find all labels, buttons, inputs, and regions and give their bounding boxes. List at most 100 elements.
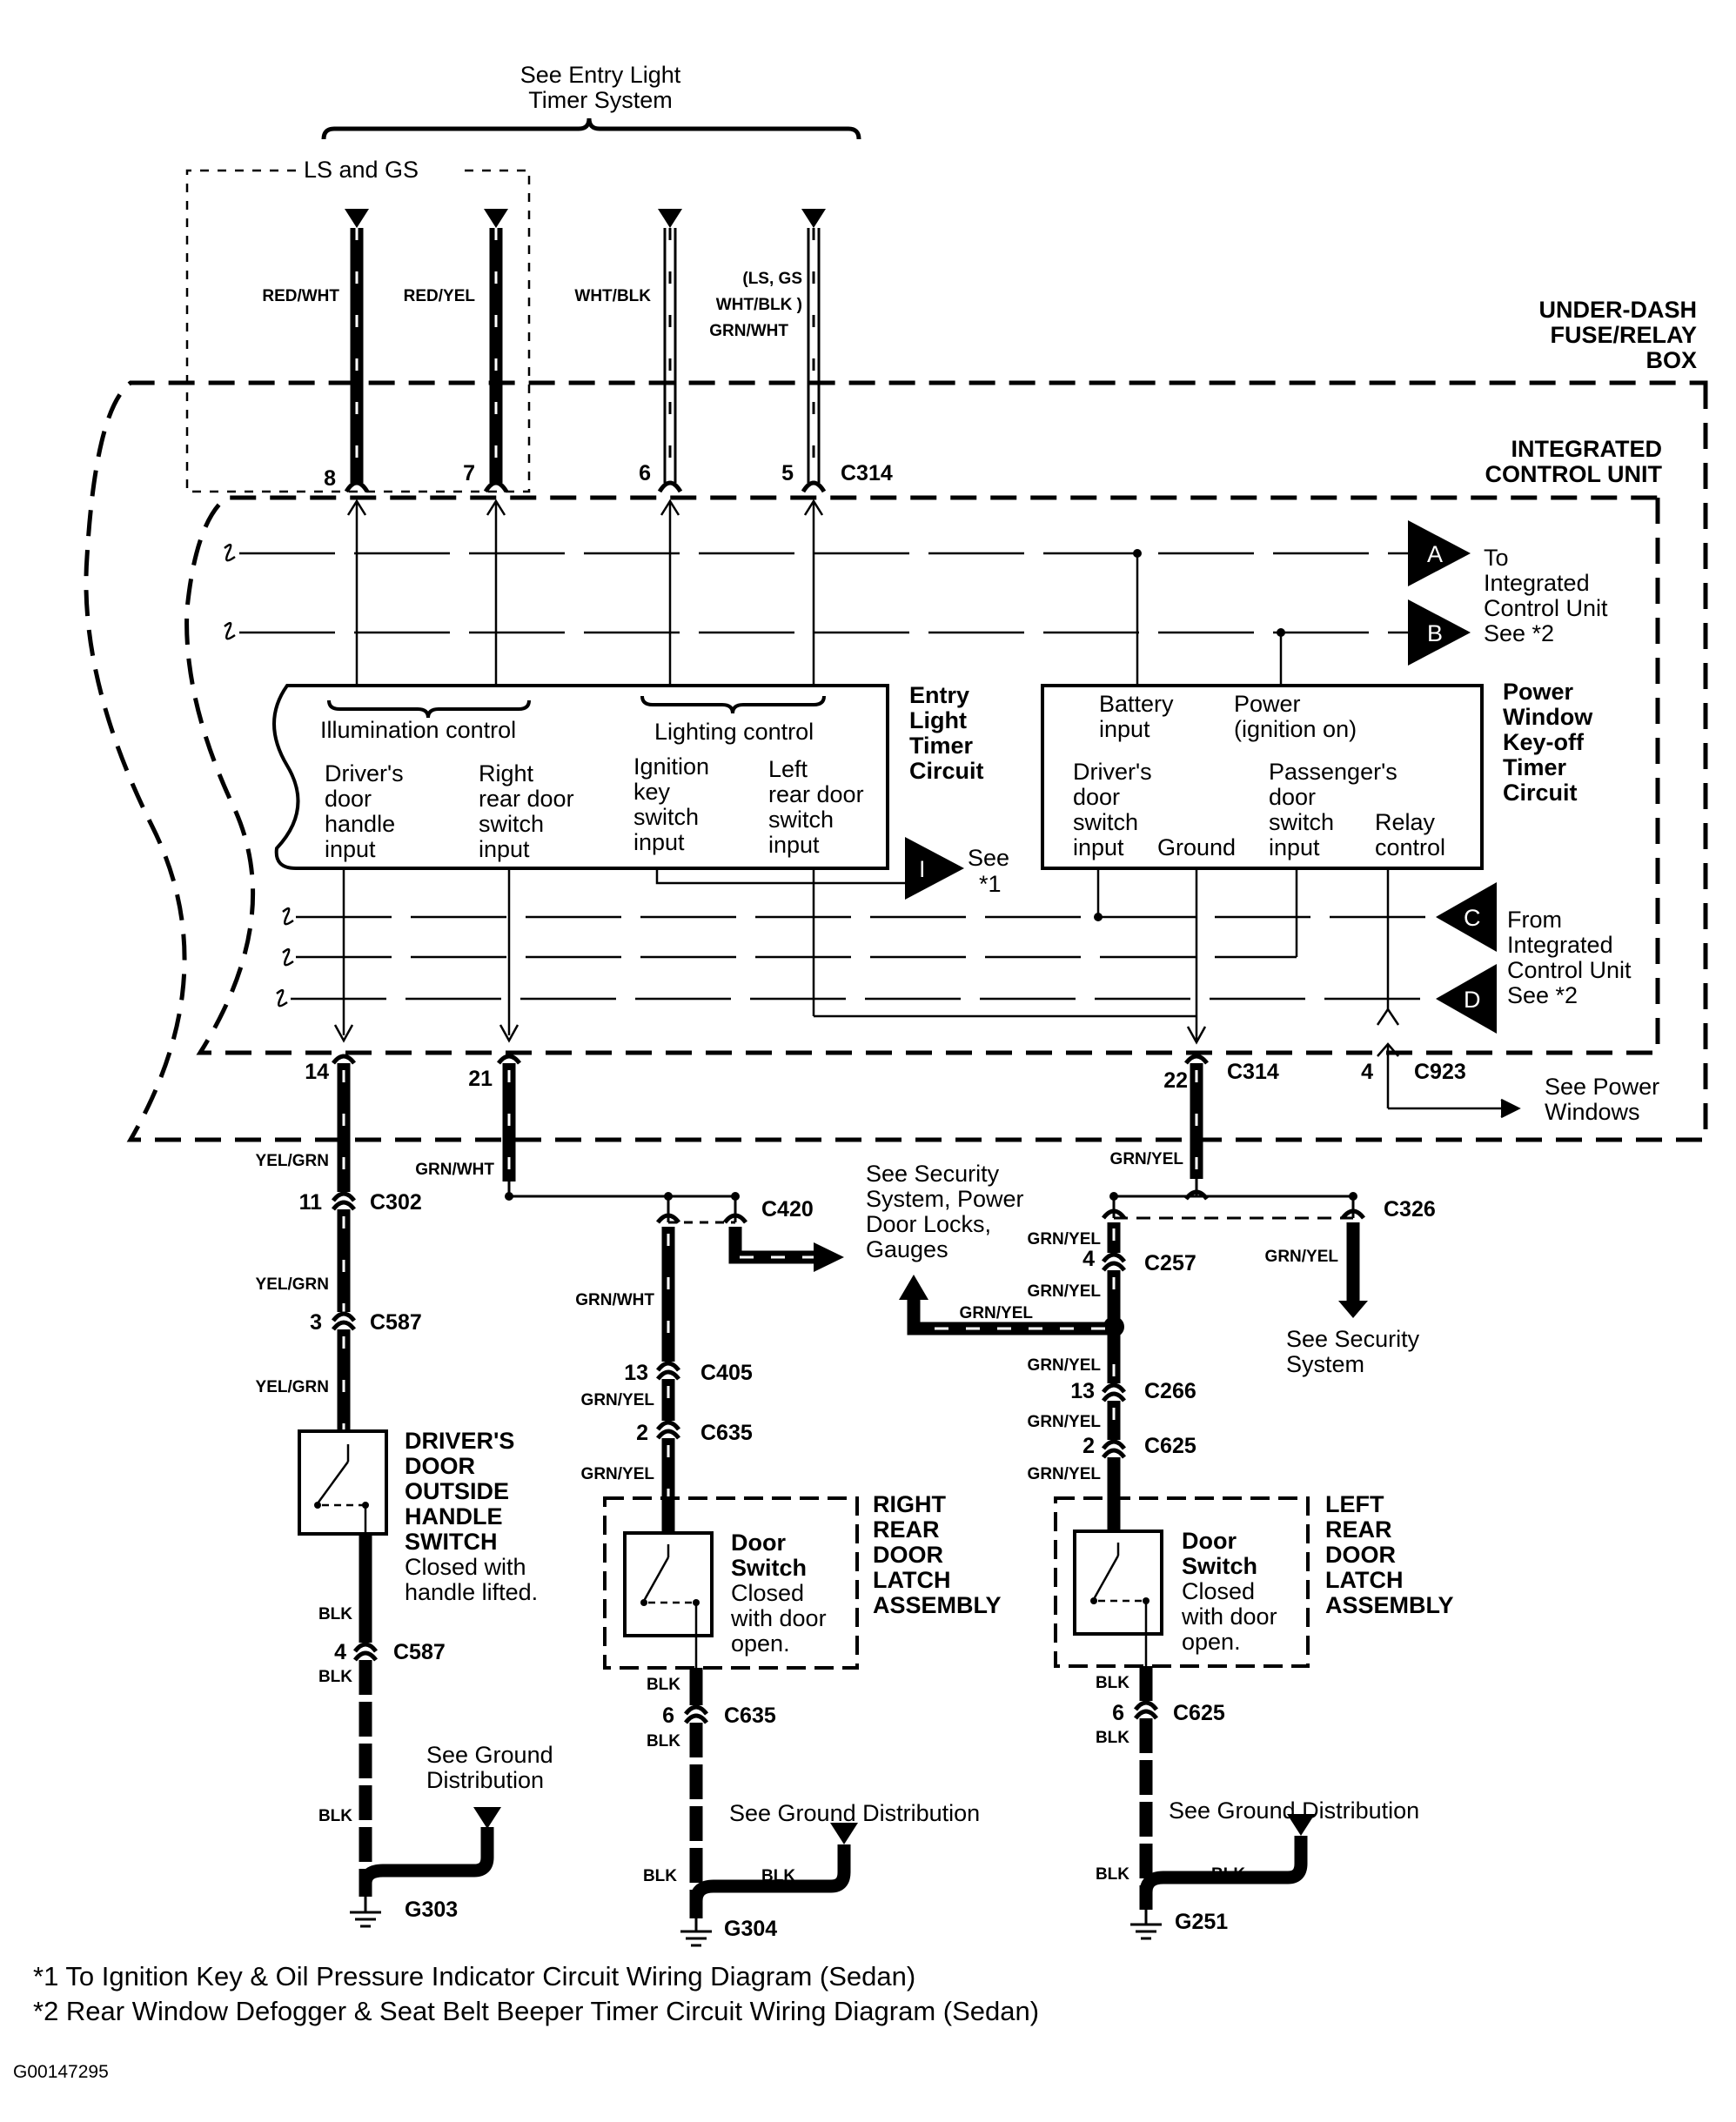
lr-door-switch-1: Door bbox=[1182, 1528, 1237, 1554]
svg-text:I: I bbox=[919, 856, 926, 882]
wire-label-blk-5: BLK bbox=[647, 1732, 680, 1750]
connector-c625-1: C625 bbox=[1144, 1434, 1196, 1458]
svg-text:Circuit: Circuit bbox=[1503, 780, 1578, 806]
see-security-4: Gauges bbox=[866, 1236, 948, 1262]
driver-switch-title-2: DOOR bbox=[405, 1453, 475, 1479]
driver-switch-title-4: HANDLE bbox=[405, 1503, 503, 1530]
wire-label-grnyel-r1: GRN/YEL bbox=[1028, 1230, 1102, 1248]
wire-label-grnyel-r-sec: GRN/YEL bbox=[1265, 1248, 1339, 1266]
ref-a: A bbox=[1408, 520, 1471, 586]
wire-label-blk-1: BLK bbox=[318, 1605, 352, 1623]
from-icu-4: See *2 bbox=[1507, 982, 1578, 1008]
pin-6-c635: 6 bbox=[662, 1704, 674, 1728]
pin-22: 22 bbox=[1163, 1068, 1188, 1093]
wire-label-blk-11: BLK bbox=[1211, 1865, 1245, 1884]
pin-13-c405: 13 bbox=[624, 1361, 648, 1385]
bus-a bbox=[224, 543, 1410, 562]
pin-21: 21 bbox=[468, 1067, 493, 1091]
wire-color-redyel: RED/YEL bbox=[404, 287, 476, 305]
see-note-1b: *1 bbox=[979, 871, 1002, 897]
svg-text:Ignition: Ignition bbox=[633, 753, 709, 780]
fuse-box-outline bbox=[84, 380, 1708, 1142]
connector-c314-bottom: C314 bbox=[1227, 1060, 1279, 1084]
lr-door-switch-4: with door bbox=[1181, 1603, 1277, 1630]
ref-b: B bbox=[1408, 599, 1471, 666]
rr-door-switch-3: Closed bbox=[731, 1580, 804, 1606]
lr-latch-title-2: REAR bbox=[1325, 1516, 1392, 1543]
diagram-code: G00147295 bbox=[13, 2062, 109, 2082]
lighting-control-label: Lighting control bbox=[654, 719, 814, 745]
connector-c587-1: C587 bbox=[370, 1310, 422, 1335]
connector-c625-2: C625 bbox=[1173, 1701, 1225, 1725]
lr-latch-title-3: DOOR bbox=[1325, 1542, 1396, 1568]
driver-switch-desc-1: Closed with bbox=[405, 1554, 526, 1580]
pin-4-c587: 4 bbox=[334, 1640, 346, 1664]
svg-text:handle: handle bbox=[325, 811, 395, 837]
wire-label-blk-10: BLK bbox=[1096, 1865, 1129, 1884]
connector-c314-top: C314 bbox=[841, 461, 893, 485]
see-ground-dist-1: See Ground Distribution bbox=[729, 1800, 980, 1826]
wire-color-5b: WHT/BLK ) bbox=[716, 296, 802, 314]
wire-color-redwht: RED/WHT bbox=[262, 287, 339, 305]
bus-b bbox=[224, 621, 1410, 640]
connector-c326: C326 bbox=[1384, 1197, 1436, 1222]
wire-color-whtblk: WHT/BLK bbox=[574, 287, 651, 305]
ref-d: D bbox=[1436, 964, 1497, 1034]
see-security-sys-2: System bbox=[1286, 1351, 1364, 1377]
connector-c266: C266 bbox=[1144, 1379, 1196, 1403]
fuse-box-title-2: FUSE/RELAY bbox=[1550, 322, 1697, 348]
wire-label-grnyel-branch: GRN/YEL bbox=[960, 1304, 1034, 1322]
entry-light-timer-box bbox=[272, 684, 889, 870]
connector-c635-1: C635 bbox=[700, 1421, 753, 1445]
lr-latch-title-1: LEFT bbox=[1325, 1491, 1384, 1517]
top-bracket bbox=[321, 117, 861, 140]
driver-switch-title-1: DRIVER'S bbox=[405, 1428, 514, 1454]
pin-8: 8 bbox=[324, 466, 336, 491]
pin-2-c625: 2 bbox=[1082, 1434, 1095, 1458]
wire-label-blk-3: BLK bbox=[318, 1807, 352, 1825]
svg-text:Window: Window bbox=[1503, 704, 1593, 730]
icu-title-2: CONTROL UNIT bbox=[1485, 461, 1663, 487]
wire-color-5c: GRN/WHT bbox=[709, 322, 788, 340]
wire-label-grnyel-r0: GRN/YEL bbox=[1110, 1150, 1184, 1168]
svg-text:switch: switch bbox=[1073, 809, 1138, 835]
svg-text:door: door bbox=[1269, 784, 1316, 810]
wire-label-blk-6: BLK bbox=[643, 1867, 677, 1885]
svg-text:B: B bbox=[1427, 620, 1443, 646]
pin-14: 14 bbox=[305, 1060, 329, 1084]
power-circuit-title: Power Window Key-off Timer Circuit bbox=[1503, 679, 1593, 806]
svg-text:Power: Power bbox=[1234, 691, 1301, 717]
wire-label-grnyel-r4: GRN/YEL bbox=[1028, 1413, 1102, 1431]
svg-text:Driver's: Driver's bbox=[1073, 759, 1152, 785]
svg-text:Battery: Battery bbox=[1099, 691, 1174, 717]
top-wire-5 bbox=[801, 209, 827, 493]
svg-text:input: input bbox=[768, 832, 820, 858]
wire-label-grnyel-m1: GRN/YEL bbox=[581, 1391, 655, 1409]
to-icu-1: To bbox=[1484, 545, 1509, 571]
wire-label-grnyel-r3: GRN/YEL bbox=[1028, 1356, 1102, 1375]
see-power-windows-1: See Power bbox=[1545, 1074, 1659, 1100]
left-rear-latch-assembly bbox=[1054, 1496, 1310, 1668]
wire-label-grnyel-r2: GRN/YEL bbox=[1028, 1282, 1102, 1301]
svg-text:key: key bbox=[633, 779, 671, 805]
entry-circuit-title: Entry Light Timer Circuit bbox=[909, 682, 984, 784]
power-circuit-inputs: Battery input Power (ignition on) Driver… bbox=[1073, 691, 1445, 860]
svg-text:Passenger's: Passenger's bbox=[1269, 759, 1398, 785]
illumination-bracket bbox=[327, 700, 531, 719]
footnote-1: *1 To Ignition Key & Oil Pressure Indica… bbox=[33, 1961, 915, 1991]
rr-ground-wire bbox=[680, 1668, 858, 1947]
wire-label-blk-4: BLK bbox=[647, 1676, 680, 1694]
see-ground-dist-2: See Ground Distribution bbox=[1169, 1797, 1419, 1824]
bus-c-d bbox=[276, 868, 1521, 1119]
right-rear-door-switch bbox=[623, 1496, 714, 1668]
see-security-sys-1: See Security bbox=[1286, 1326, 1420, 1352]
rr-door-switch-1: Door bbox=[731, 1530, 786, 1556]
to-icu-3: Control Unit bbox=[1484, 595, 1608, 621]
svg-text:switch: switch bbox=[633, 804, 699, 830]
pin-2-c635: 2 bbox=[636, 1421, 648, 1445]
from-icu-1: From bbox=[1507, 907, 1562, 933]
svg-text:Timer: Timer bbox=[1503, 754, 1567, 780]
see-ground-1: See Ground bbox=[426, 1742, 553, 1768]
see-ground-2: Distribution bbox=[426, 1767, 544, 1793]
